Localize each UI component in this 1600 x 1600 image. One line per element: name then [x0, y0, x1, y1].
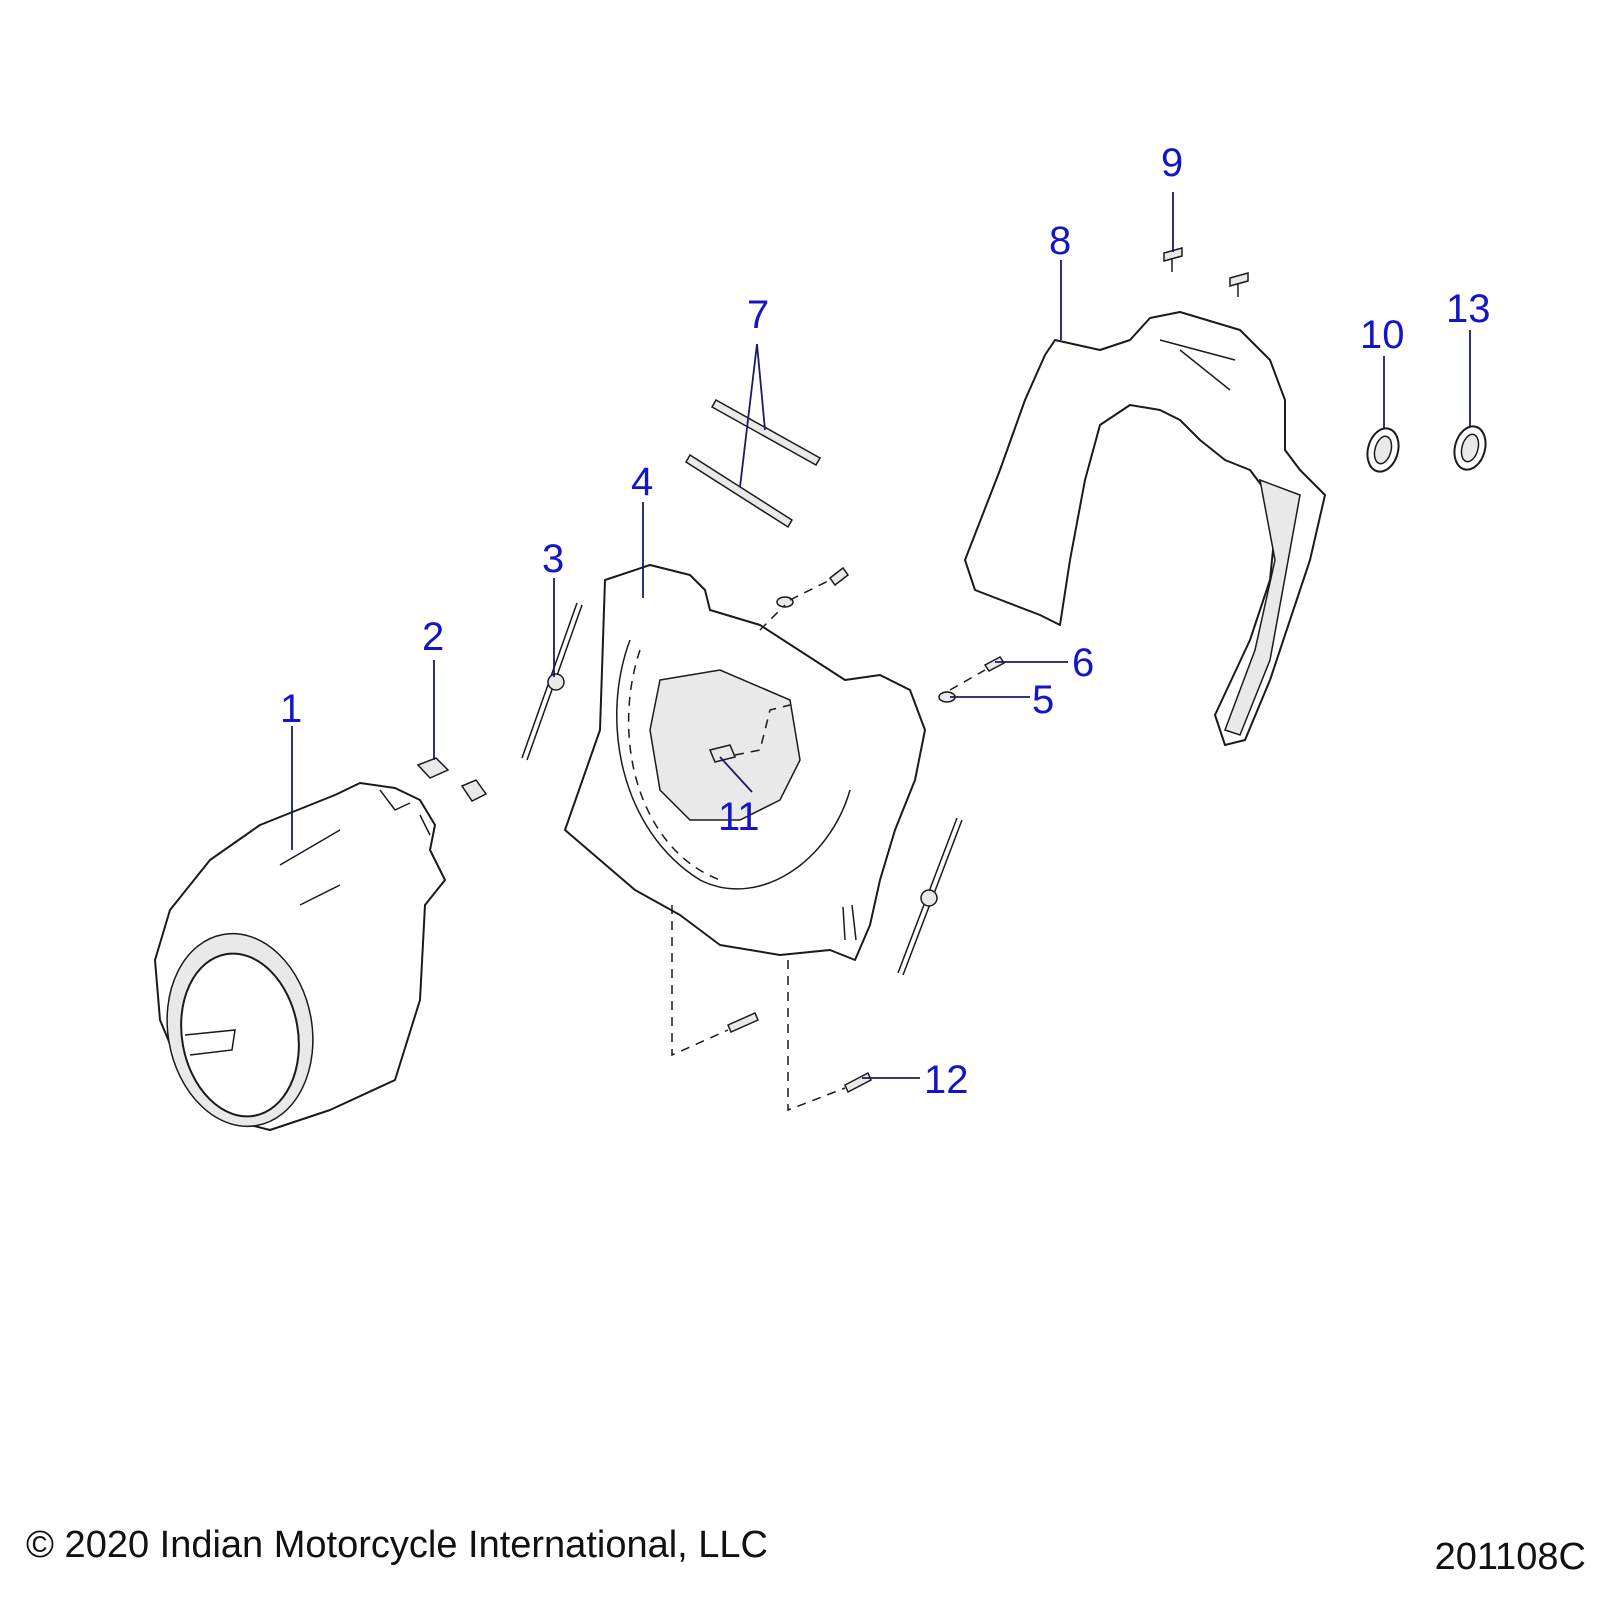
part-2-clip-nuts [416, 757, 488, 802]
callout-6: 6 [1072, 641, 1094, 685]
part-1-headlight-nacelle [154, 782, 446, 1131]
callout-13: 13 [1446, 287, 1491, 331]
callout-11: 11 [718, 795, 760, 839]
callout-8: 8 [1049, 219, 1071, 263]
callout-5: 5 [1032, 678, 1054, 722]
part-4-inner-fairing [564, 564, 926, 961]
part-10-grommet [1366, 427, 1400, 473]
callout-3: 3 [542, 537, 564, 581]
part-6-screw [759, 566, 1006, 691]
callout-7: 7 [747, 293, 769, 337]
part-11-connector [708, 704, 791, 763]
part-8-outer-fairing [964, 311, 1326, 746]
part-13-grommet [1453, 425, 1487, 471]
callout-9: 9 [1161, 141, 1183, 185]
leader-lines [291, 192, 1471, 1079]
part-9-screws [1163, 247, 1249, 297]
callout-12: 12 [924, 1058, 969, 1102]
callout-4: 4 [631, 460, 653, 504]
callout-10: 10 [1360, 313, 1405, 357]
drawing-number: 201108C [1434, 1536, 1586, 1578]
callout-labels: 1 2 3 4 5 6 7 8 9 10 11 12 13 [280, 141, 1491, 1102]
copyright-notice: © 2020 Indian Motorcycle International, … [26, 1524, 768, 1566]
part-5-washer [776, 596, 956, 703]
callout-1: 1 [280, 687, 302, 731]
part-7-seal-strips [684, 398, 822, 529]
callout-2: 2 [422, 615, 444, 659]
part-3-strap [521, 602, 583, 761]
